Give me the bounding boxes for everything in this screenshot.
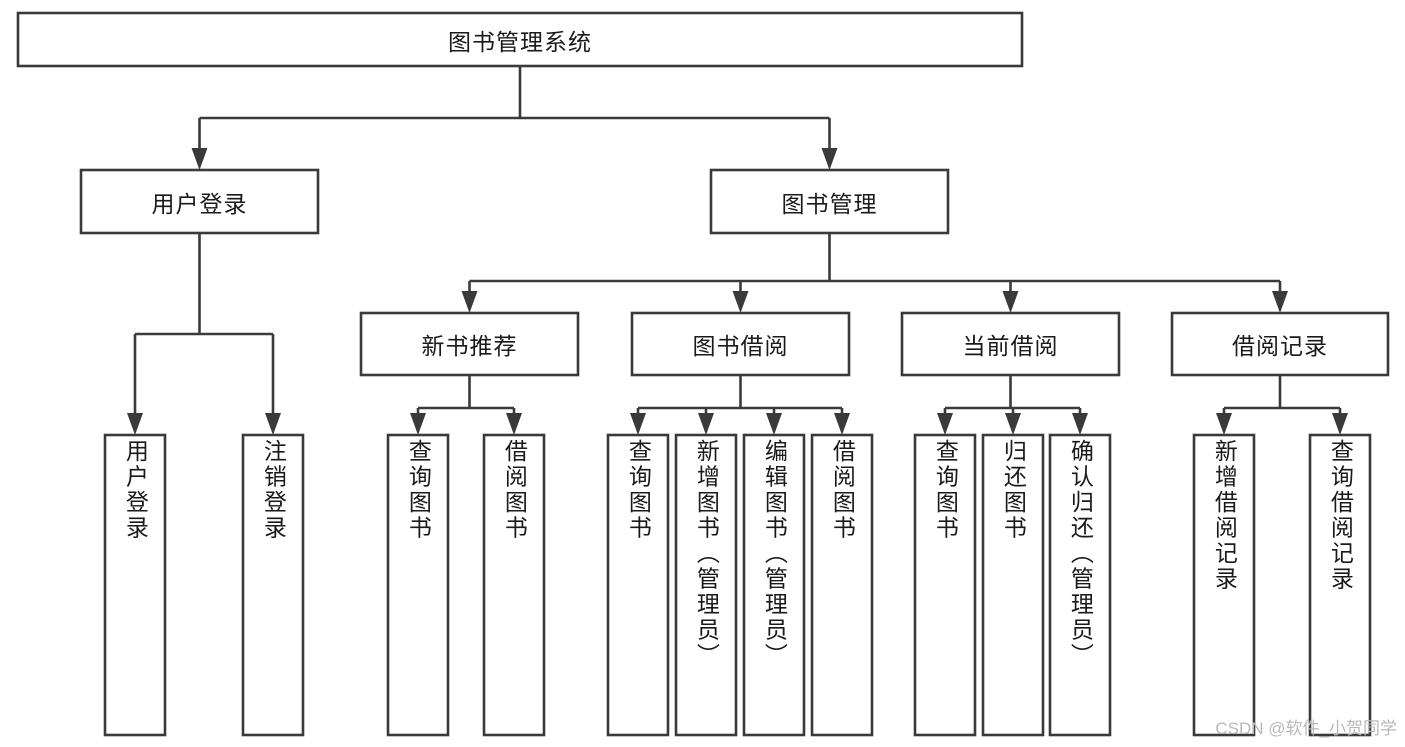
node-box-leaf-current-3 [1048,433,1112,737]
arrow-head-icon [834,413,850,435]
node-box-newbook [359,311,580,377]
node-box-borrow [630,311,851,377]
node-box-leaf-records-2 [1308,433,1372,737]
node-box-leaf-borrow-1 [606,433,670,737]
node-box-leaf-records-1 [1192,433,1256,737]
arrow-head-icon [191,148,208,170]
arrow-head-icon [766,413,782,435]
arrow-head-icon [732,291,749,313]
arrow-head-icon [1216,413,1232,435]
node-box-leaf-borrow-3 [742,433,806,737]
arrow-head-icon [1072,413,1088,435]
node-layer [16,11,1390,737]
arrow-head-icon [410,413,426,435]
node-box-current [900,311,1121,377]
arrow-head-icon [630,413,646,435]
node-box-bookmgr [709,168,950,235]
node-box-login [79,168,320,235]
node-box-leaf-borrow-4 [810,433,874,737]
node-box-leaf-login-2 [241,433,305,737]
arrow-head-icon [821,148,838,170]
node-box-leaf-login-1 [103,433,167,737]
edge-layer [127,66,1348,435]
node-box-leaf-newbook-2 [482,433,546,737]
arrow-head-icon [1272,291,1288,313]
node-box-root [16,11,1024,68]
arrow-head-icon [265,413,281,435]
watermark-text: CSDN @软件_小贺同学 [1215,719,1397,738]
node-box-leaf-borrow-2 [674,433,738,737]
arrow-head-icon [937,413,953,435]
node-box-leaf-current-2 [981,433,1045,737]
arrow-head-icon [127,413,143,435]
arrow-head-icon [506,413,522,435]
arrow-head-icon [1332,413,1348,435]
node-box-leaf-current-1 [913,433,977,737]
arrow-head-icon [1002,291,1019,313]
node-box-leaf-newbook-1 [386,433,450,737]
arrow-head-icon [461,291,478,313]
arrow-head-icon [1005,413,1021,435]
arrow-head-icon [698,413,714,435]
node-box-records [1170,311,1390,377]
